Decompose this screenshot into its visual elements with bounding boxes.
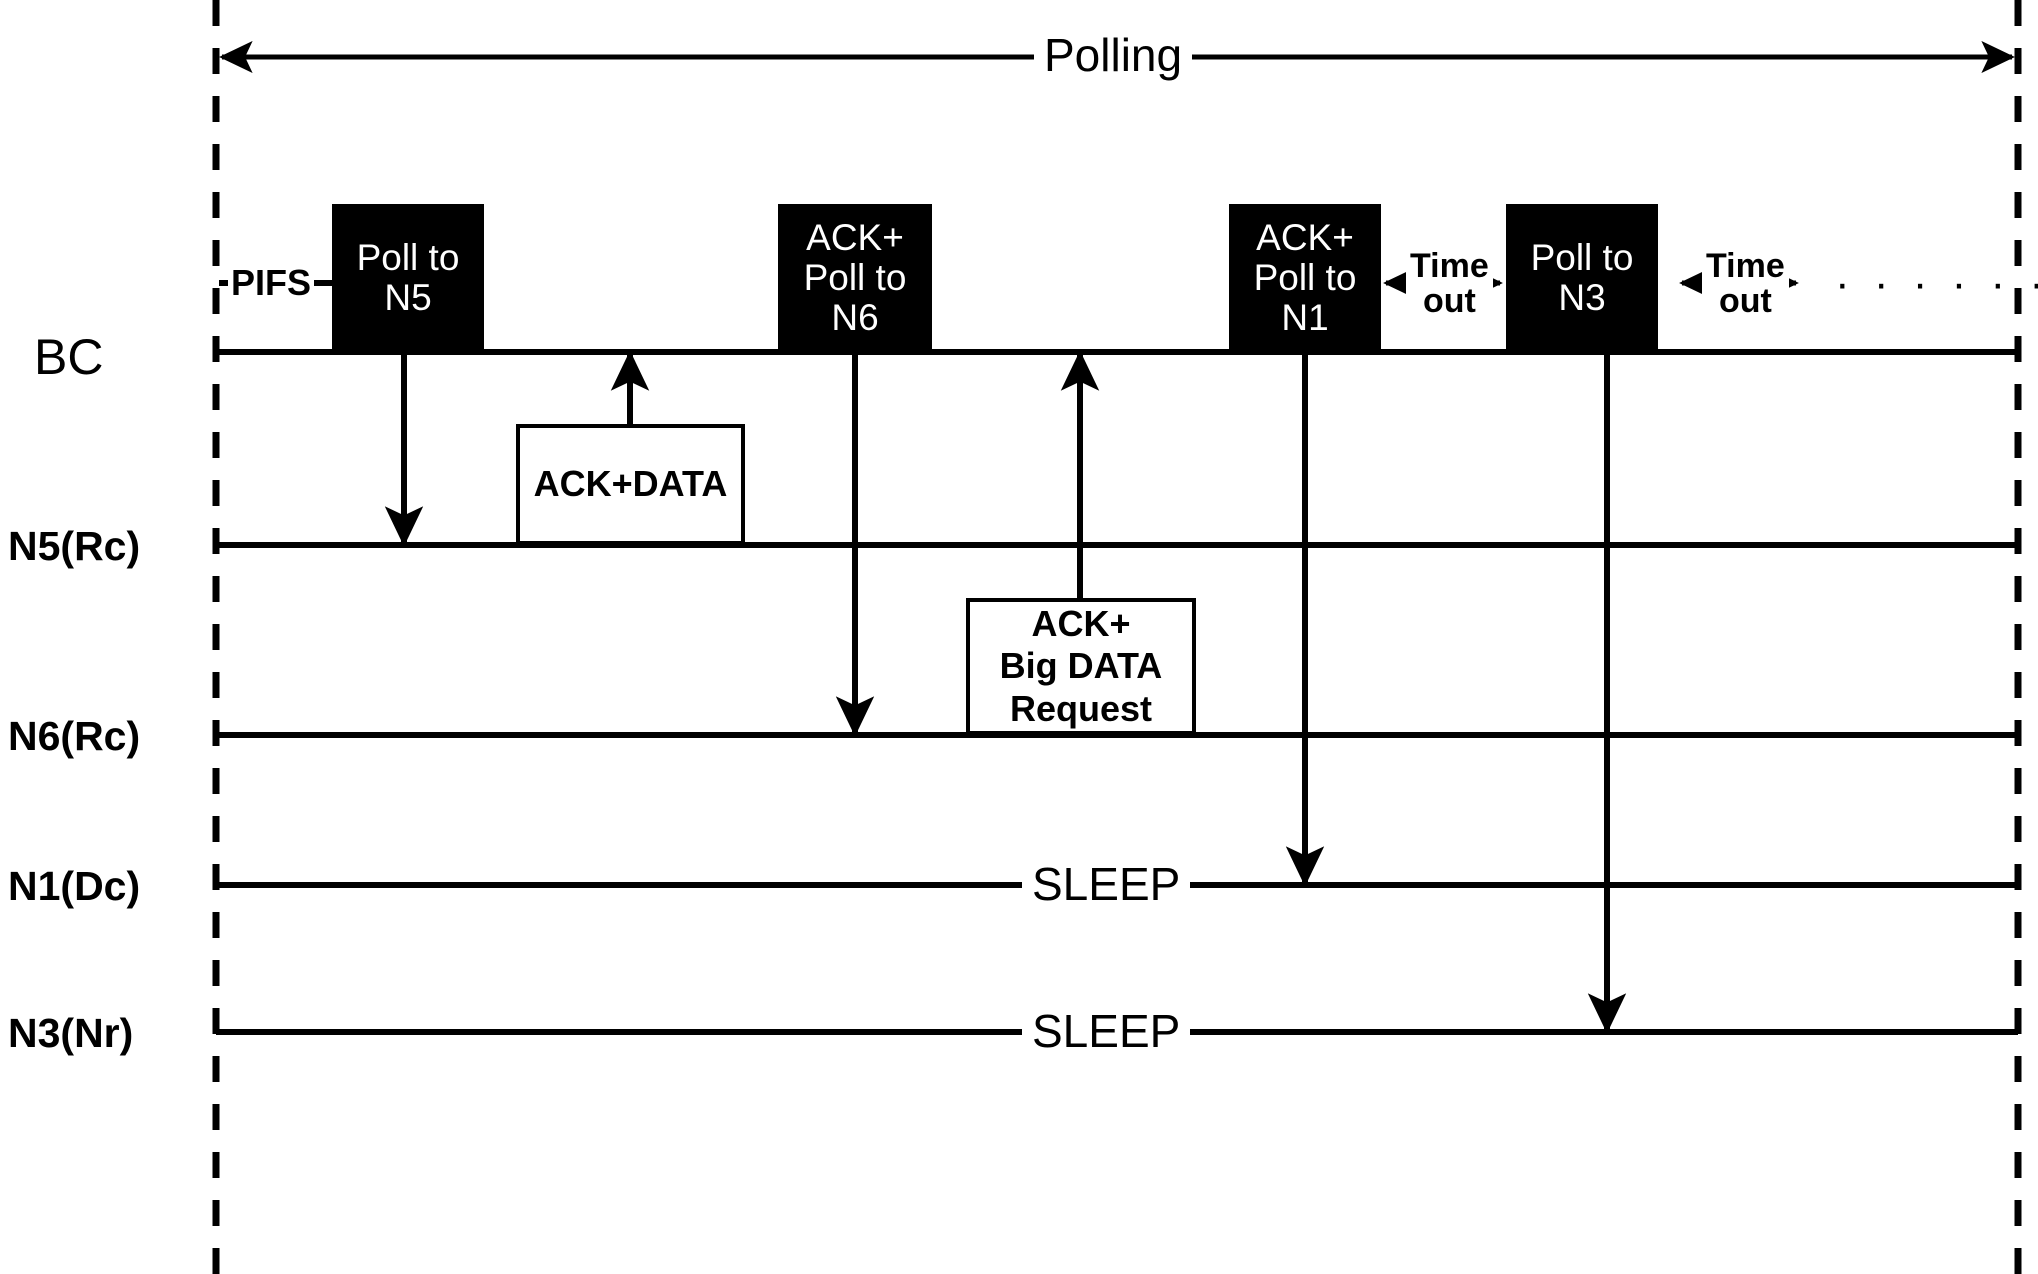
row-label-n6: N6(Rc) bbox=[8, 713, 141, 759]
frame-ack-poll-n6-text: ACK+ Poll to N6 bbox=[804, 218, 907, 338]
frame-ack-poll-n1-line1: ACK+ bbox=[1256, 217, 1354, 259]
frame-ack-poll-n6[interactable]: ACK+ Poll to N6 bbox=[778, 204, 932, 352]
pifs-label: PIFS bbox=[228, 265, 315, 301]
row-label-n1: N1(Dc) bbox=[8, 863, 141, 909]
timeout-label-2-line2: out bbox=[1718, 281, 1772, 320]
polling-title: Polling bbox=[1034, 32, 1193, 78]
timeout-label-1-line1: Time bbox=[1410, 247, 1489, 285]
frame-ack-poll-n6-line2: Poll to bbox=[803, 257, 907, 299]
frame-poll-n5-text: Poll to N5 bbox=[357, 238, 460, 318]
frame-ack-bigdata-line2: Big DATA bbox=[999, 645, 1163, 687]
frame-ack-poll-n1-line3: N1 bbox=[1281, 296, 1329, 338]
frame-poll-n3-line2: N3 bbox=[1558, 277, 1606, 318]
frame-ack-bigdata-request[interactable]: ACK+ Big DATA Request bbox=[966, 598, 1196, 735]
frame-poll-n3-line1: Poll to bbox=[1530, 237, 1634, 279]
row-label-n5: N5(Rc) bbox=[8, 523, 141, 569]
frame-ack-poll-n1-text: ACK+ Poll to N1 bbox=[1254, 218, 1357, 338]
row-label-bc: BC bbox=[34, 329, 104, 385]
timeout-label-2: Time out bbox=[1702, 247, 1789, 320]
row-label-n3: N3(Nr) bbox=[8, 1010, 134, 1056]
frame-ack-bigdata-line3: Request bbox=[1009, 687, 1152, 729]
frame-ack-poll-n1[interactable]: ACK+ Poll to N1 bbox=[1229, 204, 1381, 352]
timeout-label-1-line2: out bbox=[1422, 281, 1476, 320]
frame-ack-data-text: ACK+DATA bbox=[533, 463, 728, 505]
sleep-label-n1: SLEEP bbox=[1022, 861, 1191, 907]
frame-poll-n5[interactable]: Poll to N5 bbox=[332, 204, 484, 352]
frame-ack-poll-n6-line1: ACK+ bbox=[806, 217, 904, 259]
frame-poll-n3[interactable]: Poll to N3 bbox=[1506, 204, 1658, 352]
frame-ack-poll-n1-line2: Poll to bbox=[1253, 257, 1357, 299]
frame-poll-n5-line1: Poll to bbox=[356, 237, 460, 279]
frame-poll-n5-line2: N5 bbox=[384, 277, 432, 318]
timeout-label-1: Time out bbox=[1406, 247, 1493, 320]
continuation-dots: · · · · · · bbox=[1835, 259, 2038, 308]
frame-poll-n3-text: Poll to N3 bbox=[1531, 238, 1634, 318]
frame-ack-bigdata-request-text: ACK+ Big DATA Request bbox=[1000, 603, 1163, 730]
frame-ack-data[interactable]: ACK+DATA bbox=[516, 424, 745, 545]
frame-ack-poll-n6-line3: N6 bbox=[831, 296, 879, 338]
sleep-label-n3: SLEEP bbox=[1022, 1008, 1191, 1054]
timeout-label-2-line1: Time bbox=[1706, 247, 1785, 285]
frame-ack-bigdata-line1: ACK+ bbox=[1031, 602, 1131, 644]
